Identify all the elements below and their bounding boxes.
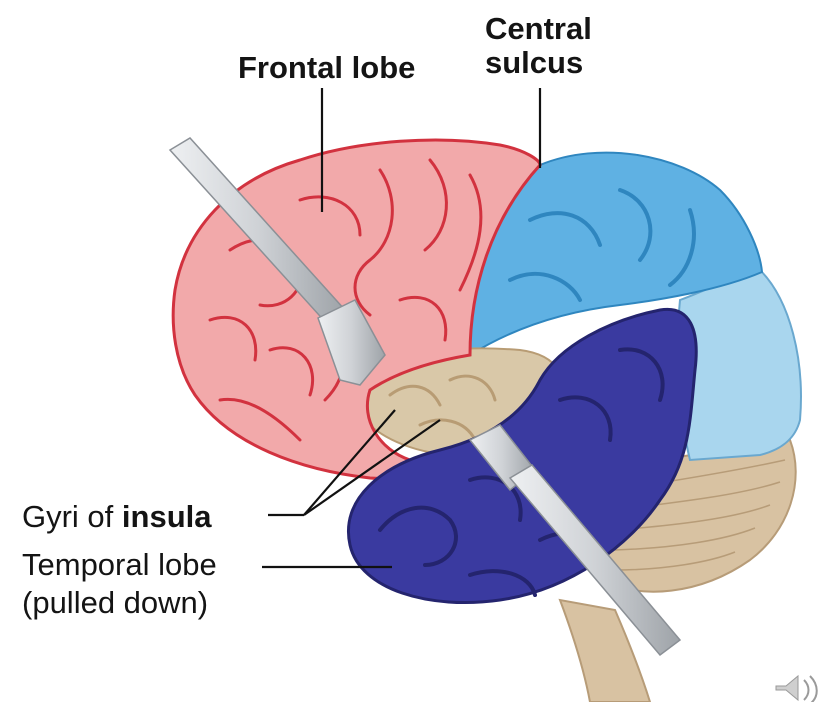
frontal-lobe-label: Frontal lobe	[238, 50, 416, 85]
brainstem	[558, 598, 652, 702]
insula-leader-line-b	[303, 409, 396, 516]
upper-retractor	[168, 137, 386, 386]
speaker-icon[interactable]	[775, 674, 818, 702]
central-sulcus-label-line1: Central	[485, 11, 592, 46]
lower-retractor	[468, 424, 682, 657]
temporal-lobe-note: (pulled down)	[22, 585, 209, 620]
insula-leader-line-c	[303, 419, 441, 516]
insula-label-term: insula	[121, 499, 212, 534]
insula-label: Gyri of insula	[22, 500, 212, 534]
temporal-lobe-label: Temporal lobe	[22, 547, 217, 582]
insula-label-prefix: Gyri of	[22, 499, 122, 534]
central-sulcus-label: Central sulcus	[485, 12, 592, 80]
central-sulcus-label-line2: sulcus	[485, 45, 584, 80]
